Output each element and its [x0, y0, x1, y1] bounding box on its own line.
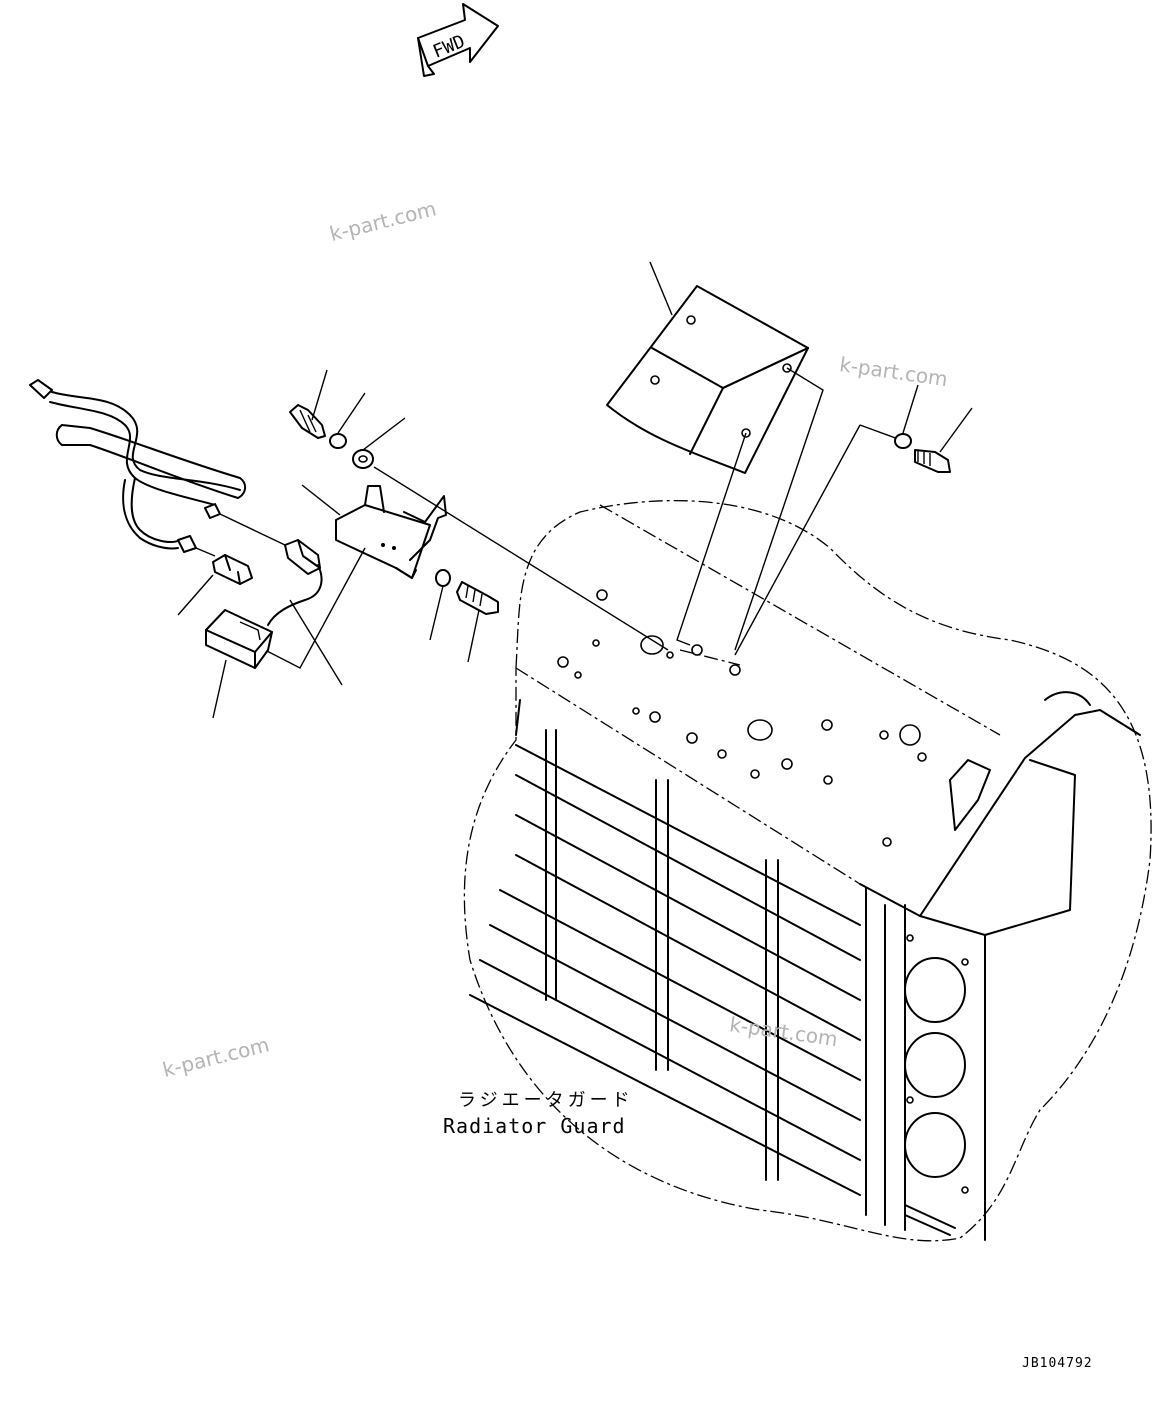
grille-bars	[469, 729, 861, 1196]
relay-box	[205, 609, 273, 719]
radiator-guard	[463, 500, 1152, 1242]
drawing-code: JB104792	[1022, 1356, 1093, 1371]
lower-bolt-set	[429, 569, 499, 663]
bracket	[264, 466, 669, 669]
cover-plate	[606, 261, 902, 656]
left-bolt-set	[289, 369, 406, 469]
guard-holes	[557, 589, 927, 847]
fwd-arrow: FWD	[417, 3, 499, 77]
wire-harness	[29, 379, 286, 557]
right-bolt-set	[894, 384, 973, 473]
radiator-guard-label-jp: ラジエータガード	[458, 1090, 634, 1111]
side-openings	[904, 934, 969, 1236]
connectors	[177, 539, 343, 686]
radiator-guard-label-en: Radiator Guard	[443, 1114, 626, 1138]
